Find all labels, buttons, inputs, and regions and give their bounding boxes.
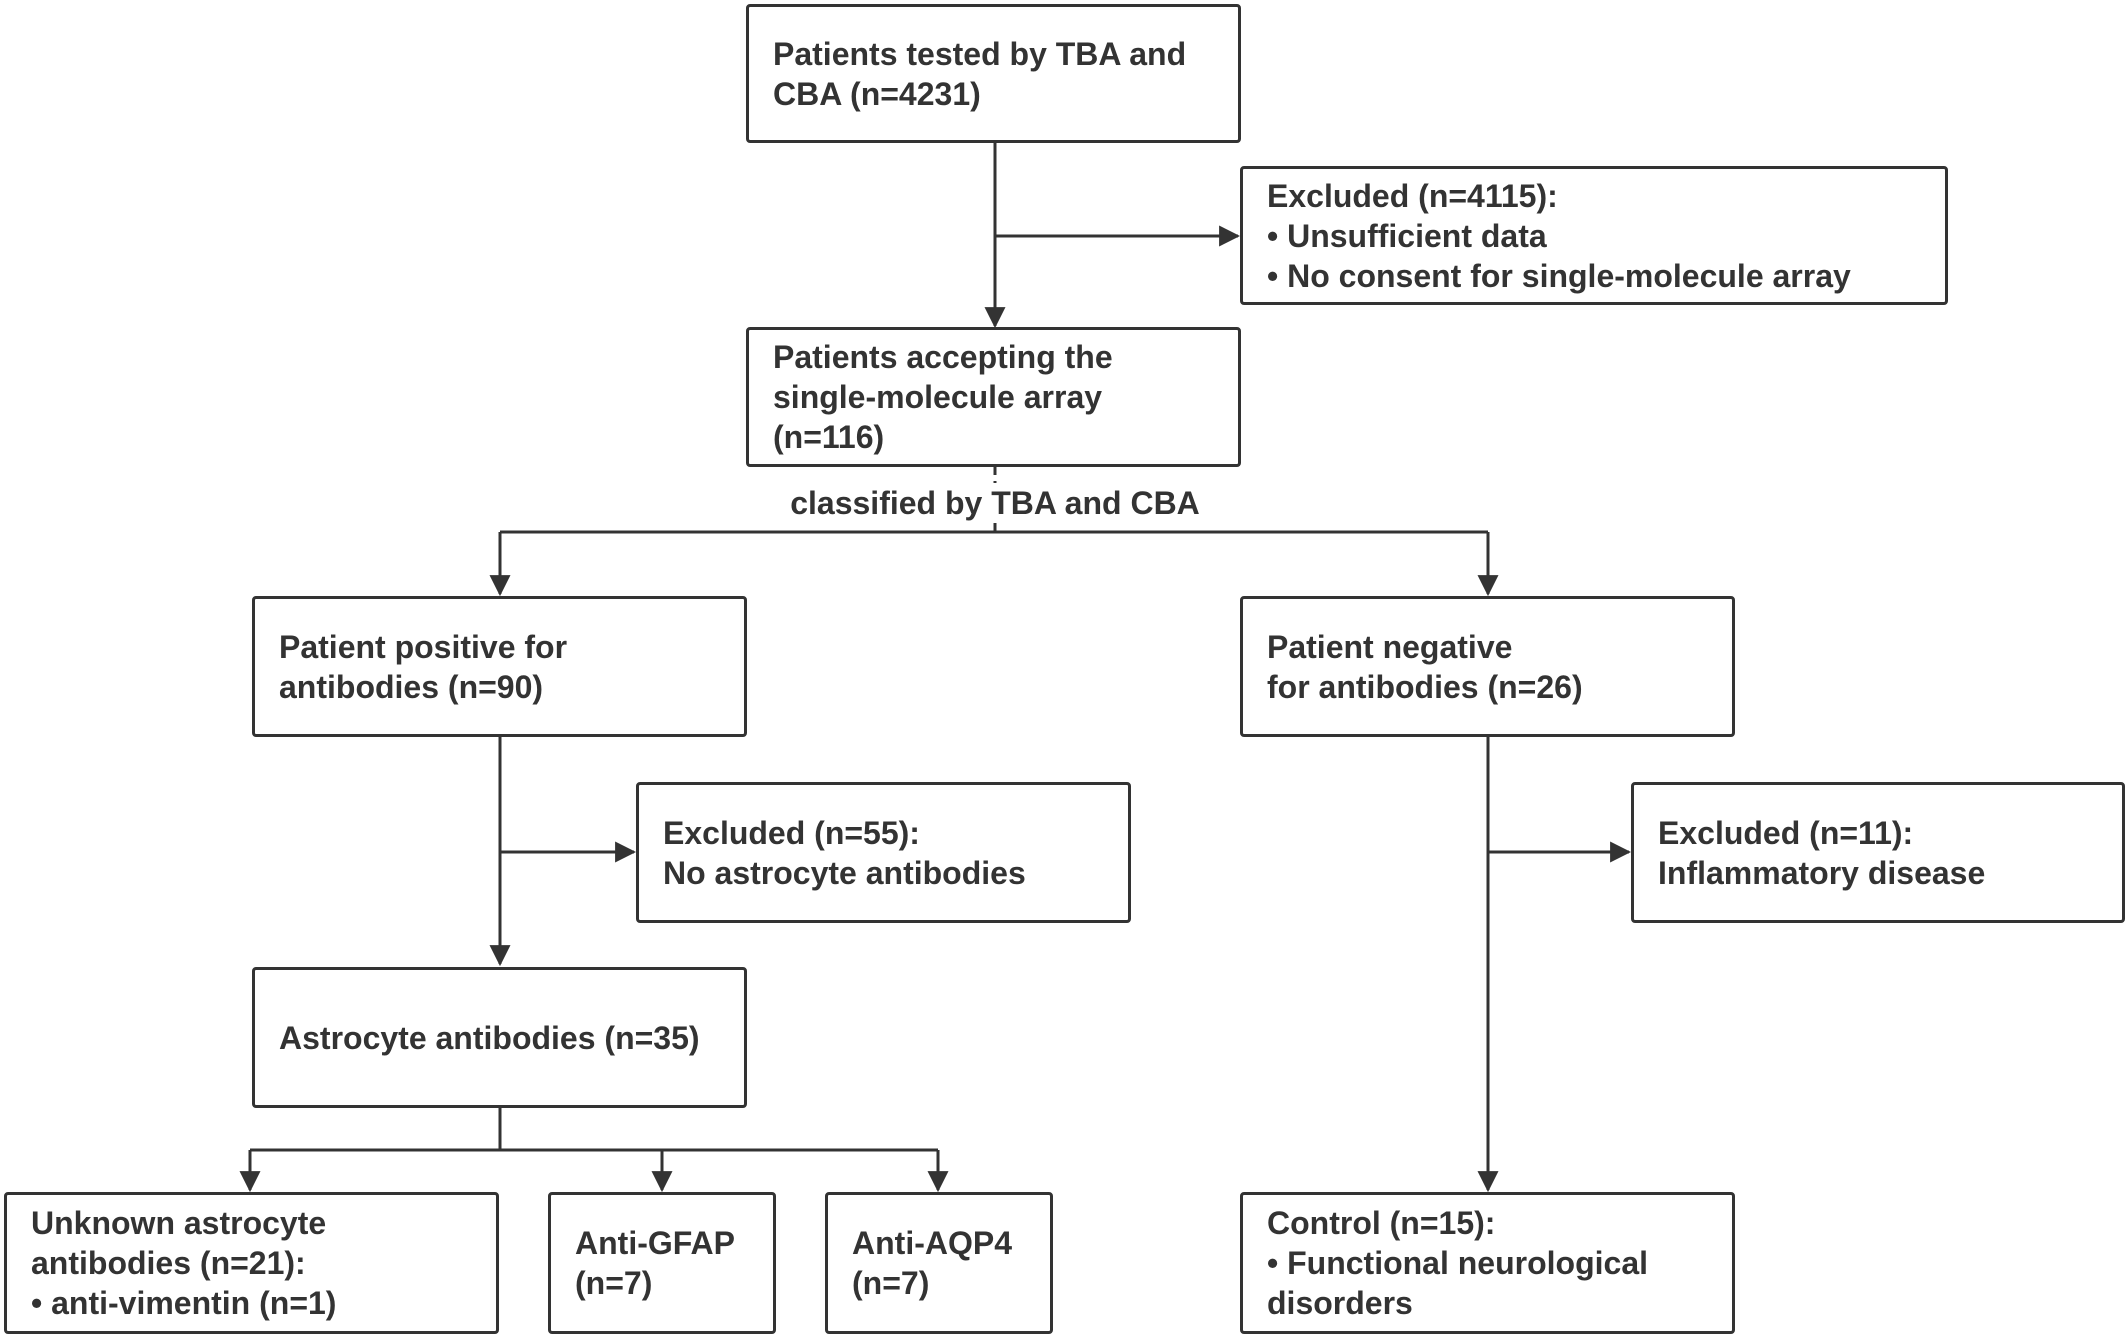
node-text: disorders: [1267, 1285, 1413, 1321]
node-astrocyte-antibodies: Astrocyte antibodies (n=35): [252, 967, 747, 1108]
node-text: • anti-vimentin (n=1): [31, 1285, 337, 1321]
node-text: CBA (n=4231): [773, 75, 981, 112]
node-unknown-astrocyte: Unknown astrocyte antibodies (n=21): • a…: [4, 1192, 499, 1334]
node-text: for antibodies (n=26): [1267, 668, 1583, 705]
node-negative-antibodies: Patient negative for antibodies (n=26): [1240, 596, 1735, 737]
node-text: Excluded (n=55):: [663, 814, 920, 851]
node-text: Anti-GFAP: [575, 1225, 735, 1261]
node-text: • No consent for single-molecule array: [1267, 257, 1851, 294]
node-excluded-insufficient: Excluded (n=4115): • Unsufficient data •…: [1240, 166, 1948, 305]
node-text: (n=116): [773, 419, 885, 455]
node-text: Excluded (n=11):: [1658, 814, 1914, 851]
node-anti-aqp4: Anti-AQP4 (n=7): [825, 1192, 1053, 1334]
node-text: Unknown astrocyte: [31, 1205, 327, 1241]
edge-label-classified: classified by TBA and CBA: [782, 483, 1208, 523]
node-anti-gfap: Anti-GFAP (n=7): [548, 1192, 776, 1334]
node-text: Anti-AQP4: [852, 1225, 1012, 1261]
node-excluded-no-astrocyte: Excluded (n=55): No astrocyte antibodies: [636, 782, 1131, 923]
node-text: single-molecule array: [773, 379, 1103, 415]
node-positive-antibodies: Patient positive for antibodies (n=90): [252, 596, 747, 737]
node-text: Inflammatory disease: [1658, 854, 1986, 891]
node-text: Patients tested by TBA and: [773, 35, 1187, 72]
node-text: Astrocyte antibodies (n=35): [279, 1019, 700, 1056]
node-patients-tested: Patients tested by TBA and CBA (n=4231): [746, 4, 1241, 143]
node-text: (n=7): [852, 1265, 930, 1301]
node-text: (n=7): [575, 1265, 653, 1301]
node-text: Excluded (n=4115):: [1267, 177, 1558, 214]
node-text: antibodies (n=90): [279, 668, 544, 705]
node-excluded-inflammatory: Excluded (n=11): Inflammatory disease: [1631, 782, 2125, 923]
node-text: antibodies (n=21):: [31, 1245, 306, 1281]
node-text: Control (n=15):: [1267, 1205, 1496, 1241]
node-text: Patients accepting the: [773, 339, 1113, 375]
node-control: Control (n=15): • Functional neurologica…: [1240, 1192, 1735, 1334]
node-text: Patient positive for: [279, 628, 568, 665]
node-patients-accepting: Patients accepting the single-molecule a…: [746, 327, 1241, 467]
node-text: No astrocyte antibodies: [663, 854, 1026, 891]
node-text: • Functional neurological: [1267, 1245, 1648, 1281]
node-text: Patient negative: [1267, 628, 1513, 665]
node-text: • Unsufficient data: [1267, 217, 1547, 254]
